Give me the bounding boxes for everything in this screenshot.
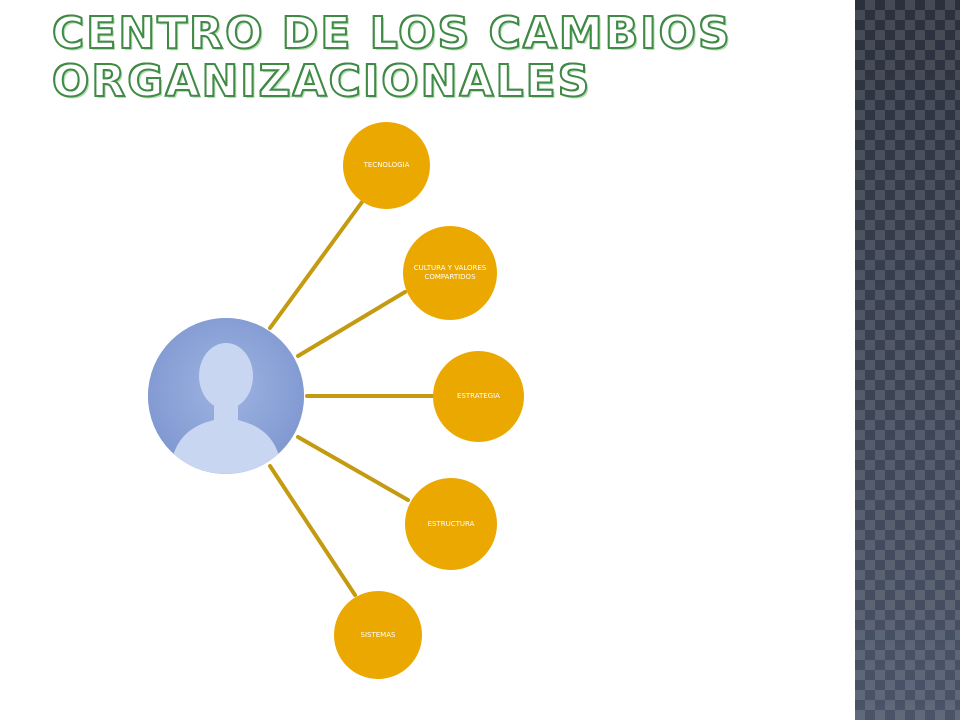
node-sistemas: SISTEMAS [334,591,422,679]
node-label-estrategia: ESTRATEGIA [457,392,500,400]
decorative-side-panel [855,0,960,720]
person-silhouette-icon [148,318,304,474]
connector-estructura [296,435,410,502]
connector-tecnologia [268,200,364,330]
node-estructura: ESTRUCTURA [405,478,497,570]
node-cultura-valores: CULTURA Y VALORES COMPARTIDOS [403,226,497,320]
connector-cultura [296,290,407,358]
slide-title: CENTRO DE LOS CAMBIOS ORGANIZACIONALES [51,8,732,107]
slide-title-line-1: CENTRO DE LOS CAMBIOS [51,8,732,59]
node-label-cultura-valores: CULTURA Y VALORES COMPARTIDOS [413,264,487,281]
node-label-estructura: ESTRUCTURA [427,519,475,528]
node-label-sistemas: SISTEMAS [360,630,396,639]
person-avatar-icon [148,318,304,474]
node-label-tecnologia: TECNOLOGIA [363,161,410,169]
node-estrategia: ESTRATEGIA [433,351,524,442]
node-tecnologia: TECNOLOGIA [343,122,430,209]
slide-title-line-2: ORGANIZACIONALES [51,56,592,107]
connector-sistemas [268,464,357,597]
